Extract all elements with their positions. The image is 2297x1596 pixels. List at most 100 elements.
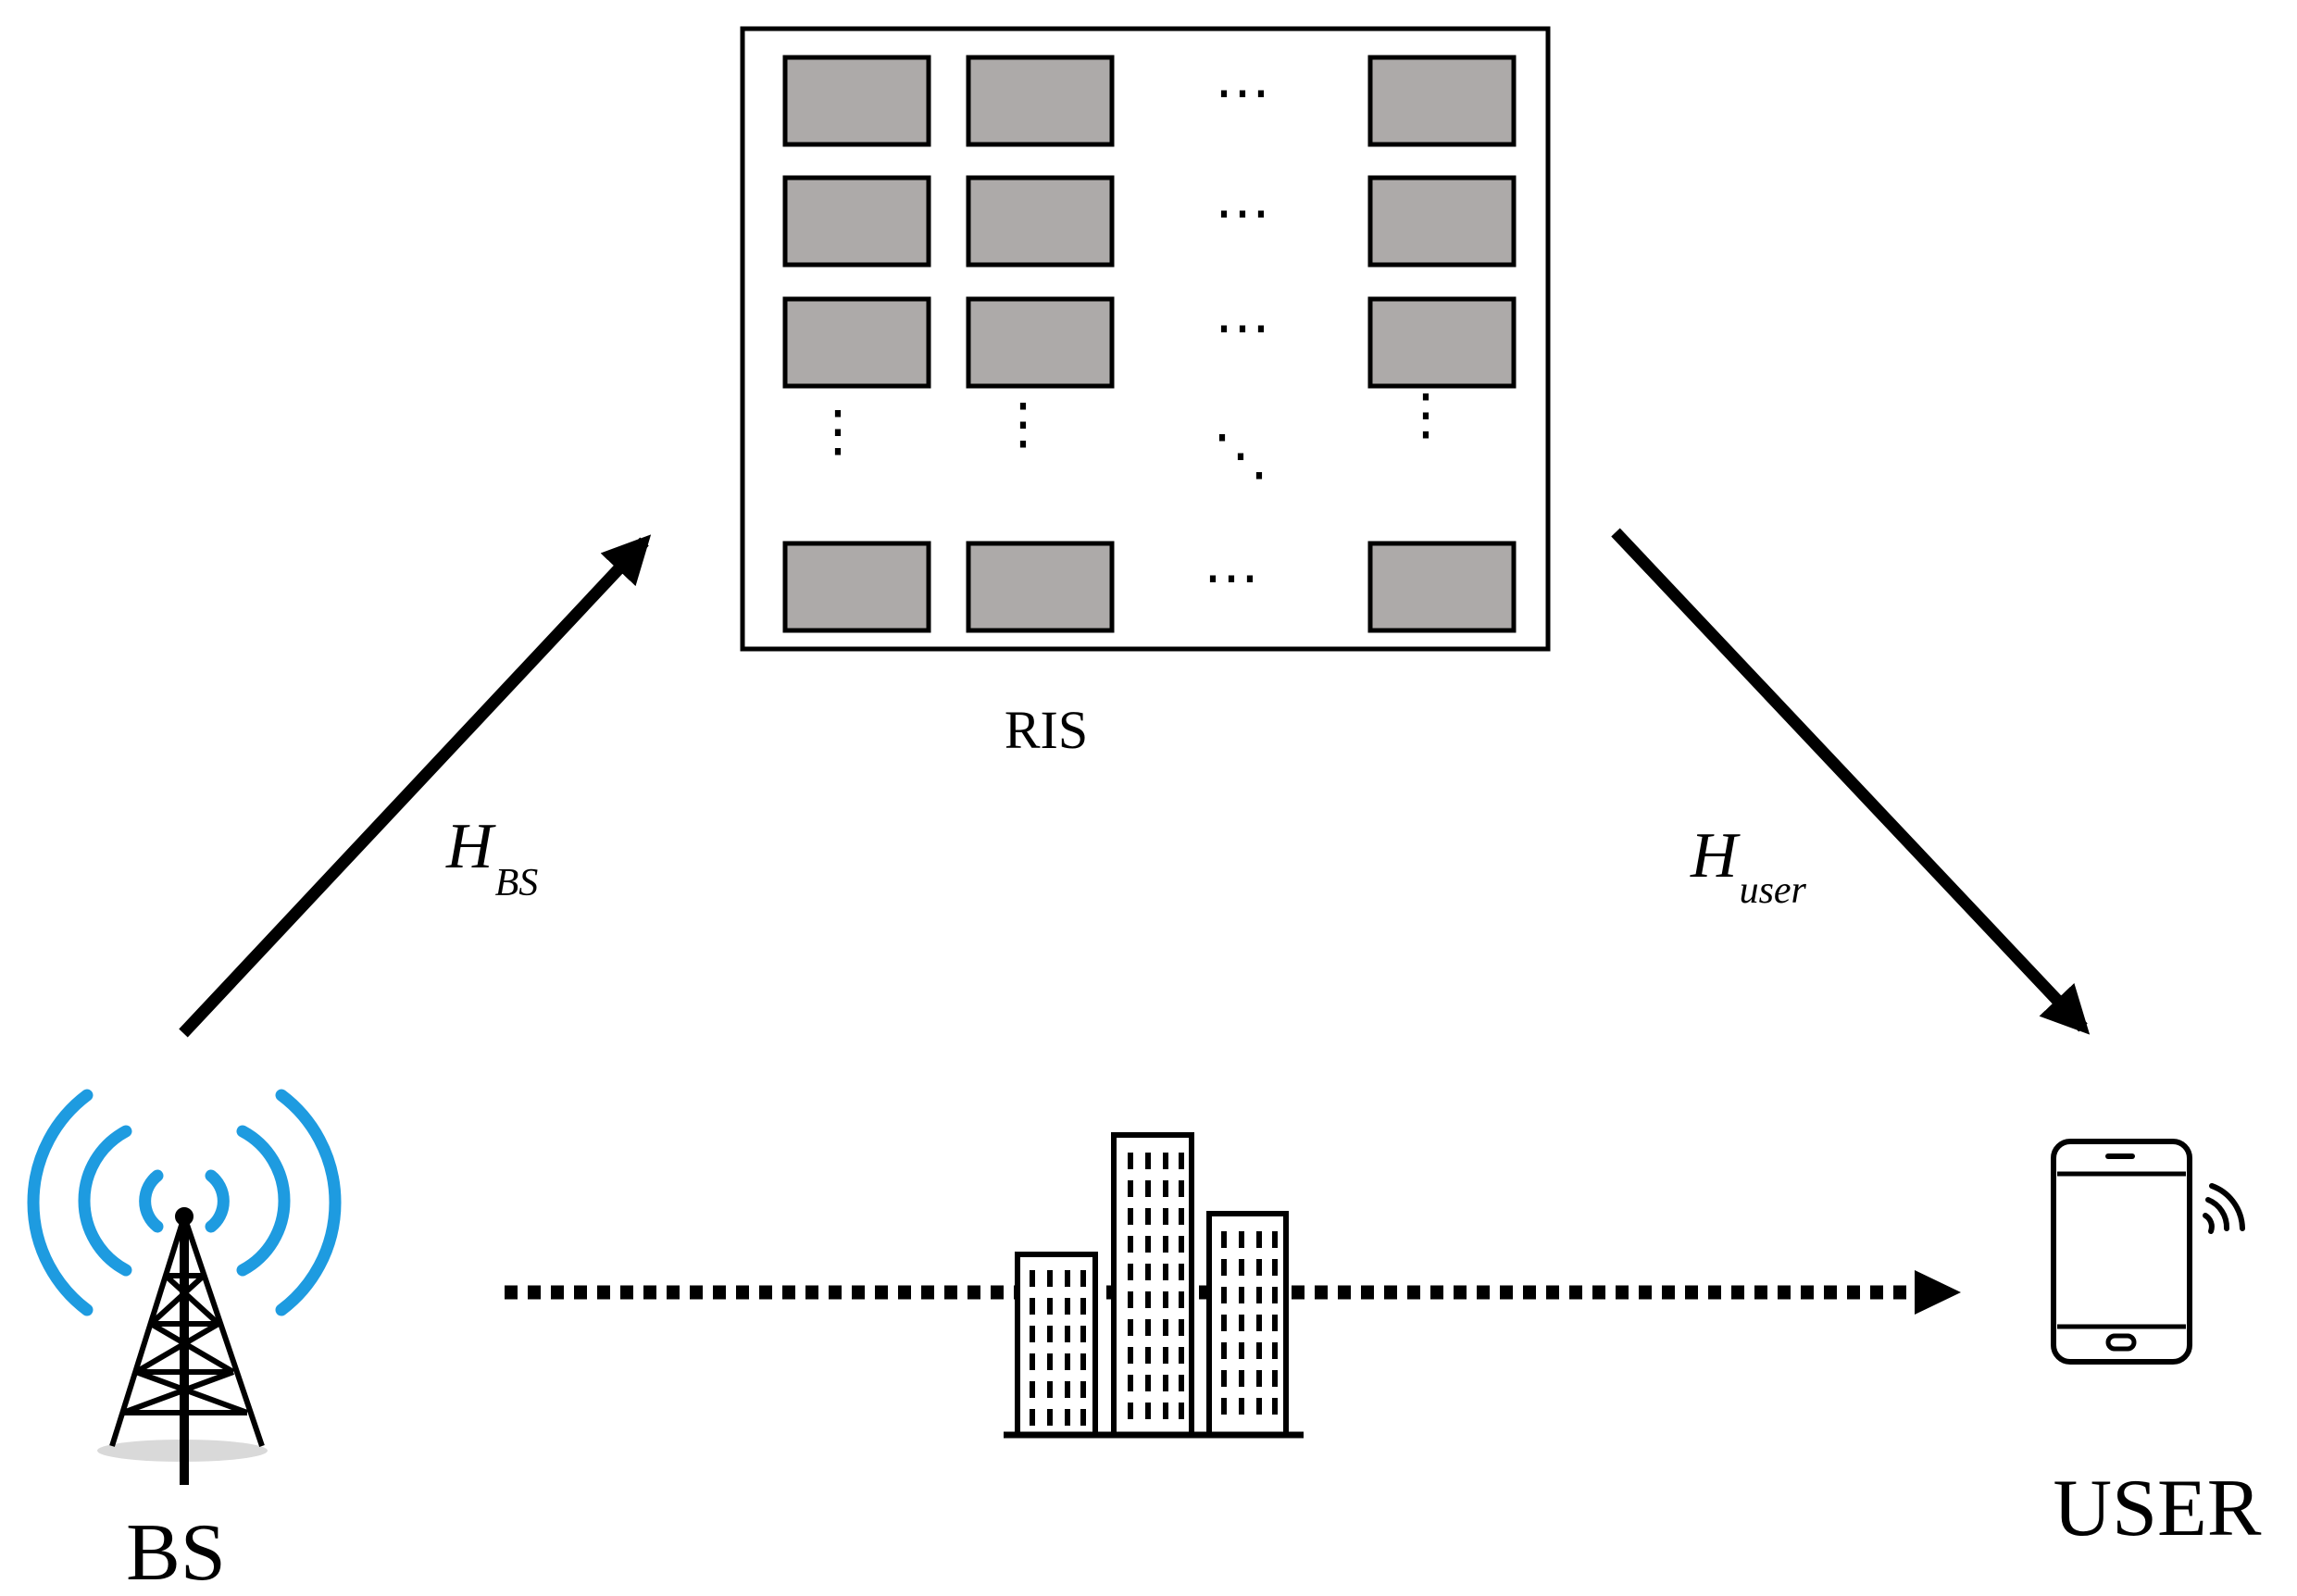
ellipsis-vertical: ⋮ (810, 401, 866, 462)
building-window (1080, 1353, 1086, 1370)
building-window (1239, 1342, 1244, 1359)
ris-element (782, 55, 931, 147)
building-window (1047, 1409, 1053, 1426)
building-window (1145, 1264, 1151, 1280)
ris-element (1367, 55, 1517, 147)
building-window (1047, 1270, 1053, 1287)
ris-element (1367, 541, 1517, 633)
building-window (1256, 1370, 1262, 1387)
building-window (1065, 1298, 1070, 1315)
building-window (1272, 1398, 1278, 1415)
building-window (1239, 1315, 1244, 1331)
building-window (1221, 1259, 1227, 1276)
ellipsis-horizontal: ⋯ (1215, 182, 1270, 243)
building-window (1239, 1287, 1244, 1303)
building-window (1145, 1403, 1151, 1419)
building-window (1239, 1259, 1244, 1276)
building-window (1221, 1231, 1227, 1248)
building-window (1256, 1398, 1262, 1415)
smartphone-icon (2051, 1139, 2245, 1365)
building-window (1272, 1342, 1278, 1359)
building-window (1047, 1298, 1053, 1315)
building-window (1065, 1381, 1070, 1398)
building-window (1239, 1231, 1244, 1248)
building-window (1128, 1264, 1133, 1280)
building-window (1065, 1270, 1070, 1287)
building-window (1221, 1370, 1227, 1387)
building-window (1179, 1319, 1184, 1336)
building-window (1145, 1180, 1151, 1197)
ris-element (1367, 296, 1517, 389)
building-window (1272, 1370, 1278, 1387)
building-window (1080, 1409, 1086, 1426)
building-window (1272, 1287, 1278, 1303)
building-window (1080, 1381, 1086, 1398)
blocked-link-arrowhead (1915, 1270, 1961, 1315)
building-window (1030, 1270, 1035, 1287)
building-window (1030, 1353, 1035, 1370)
building-window (1179, 1264, 1184, 1280)
ellipsis-vertical: ⋮ (995, 393, 1051, 455)
building-window (1221, 1315, 1227, 1331)
building-window (1272, 1315, 1278, 1331)
channel-arrow-bs-to-ris (179, 534, 652, 1038)
building-window (1128, 1153, 1133, 1169)
signal-waves (27, 1089, 342, 1316)
building-window (1145, 1208, 1151, 1225)
building-window (1065, 1353, 1070, 1370)
building-window (1179, 1291, 1184, 1308)
ris-element (1367, 175, 1517, 268)
building-window (1256, 1315, 1262, 1331)
building-window (1030, 1326, 1035, 1342)
building-window (1256, 1287, 1262, 1303)
ris-element (782, 296, 931, 389)
channel-arrow-ris-to-user (1611, 528, 2091, 1035)
building-window (1163, 1403, 1168, 1419)
ellipsis-horizontal: ⋯ (1215, 62, 1270, 123)
building-window (1221, 1287, 1227, 1303)
building-window (1221, 1398, 1227, 1415)
building-window (1179, 1208, 1184, 1225)
building-window (1080, 1326, 1086, 1342)
building-window (1128, 1347, 1133, 1364)
building-window (1128, 1403, 1133, 1419)
ris-element-grid (782, 55, 1517, 633)
ris-element (966, 175, 1115, 268)
building-window (1145, 1236, 1151, 1253)
channel-label-bs: HBS (445, 811, 538, 904)
building-window (1080, 1270, 1086, 1287)
building-window (1128, 1180, 1133, 1197)
building-window (1128, 1319, 1133, 1336)
building-window (1163, 1180, 1168, 1197)
building-window (1030, 1298, 1035, 1315)
building-window (1256, 1231, 1262, 1248)
building-window (1163, 1208, 1168, 1225)
building-window (1080, 1298, 1086, 1315)
building-window (1221, 1342, 1227, 1359)
ellipsis-horizontal: ⋯ (1204, 547, 1259, 608)
building-window (1128, 1291, 1133, 1308)
building-window (1128, 1375, 1133, 1391)
ris-ellipses: ⋯ ⋯ ⋯ ⋯ ⋮ ⋮ ⋮ ⋱ (810, 62, 1454, 608)
building-window (1145, 1375, 1151, 1391)
building-window (1239, 1398, 1244, 1415)
ris-panel: ⋯ ⋯ ⋯ ⋯ ⋮ ⋮ ⋮ ⋱ RIS (740, 26, 1551, 760)
ellipsis-diagonal: ⋱ (1213, 425, 1268, 486)
building-window (1179, 1236, 1184, 1253)
building-window (1128, 1236, 1133, 1253)
building-window (1239, 1370, 1244, 1387)
ris-label: RIS (1005, 700, 1088, 760)
building-window (1163, 1236, 1168, 1253)
ris-element (782, 175, 931, 268)
building-window (1047, 1353, 1053, 1370)
ris-element (966, 296, 1115, 389)
user-label: USER (2054, 1464, 2262, 1553)
ellipsis-horizontal: ⋯ (1215, 297, 1270, 358)
building-window (1179, 1375, 1184, 1391)
cell-tower-icon (27, 1089, 342, 1485)
building-window (1128, 1208, 1133, 1225)
building-window (1047, 1326, 1053, 1342)
ellipsis-vertical: ⋮ (1398, 384, 1454, 445)
buildings-icon (1004, 1132, 1304, 1439)
building-window (1145, 1319, 1151, 1336)
